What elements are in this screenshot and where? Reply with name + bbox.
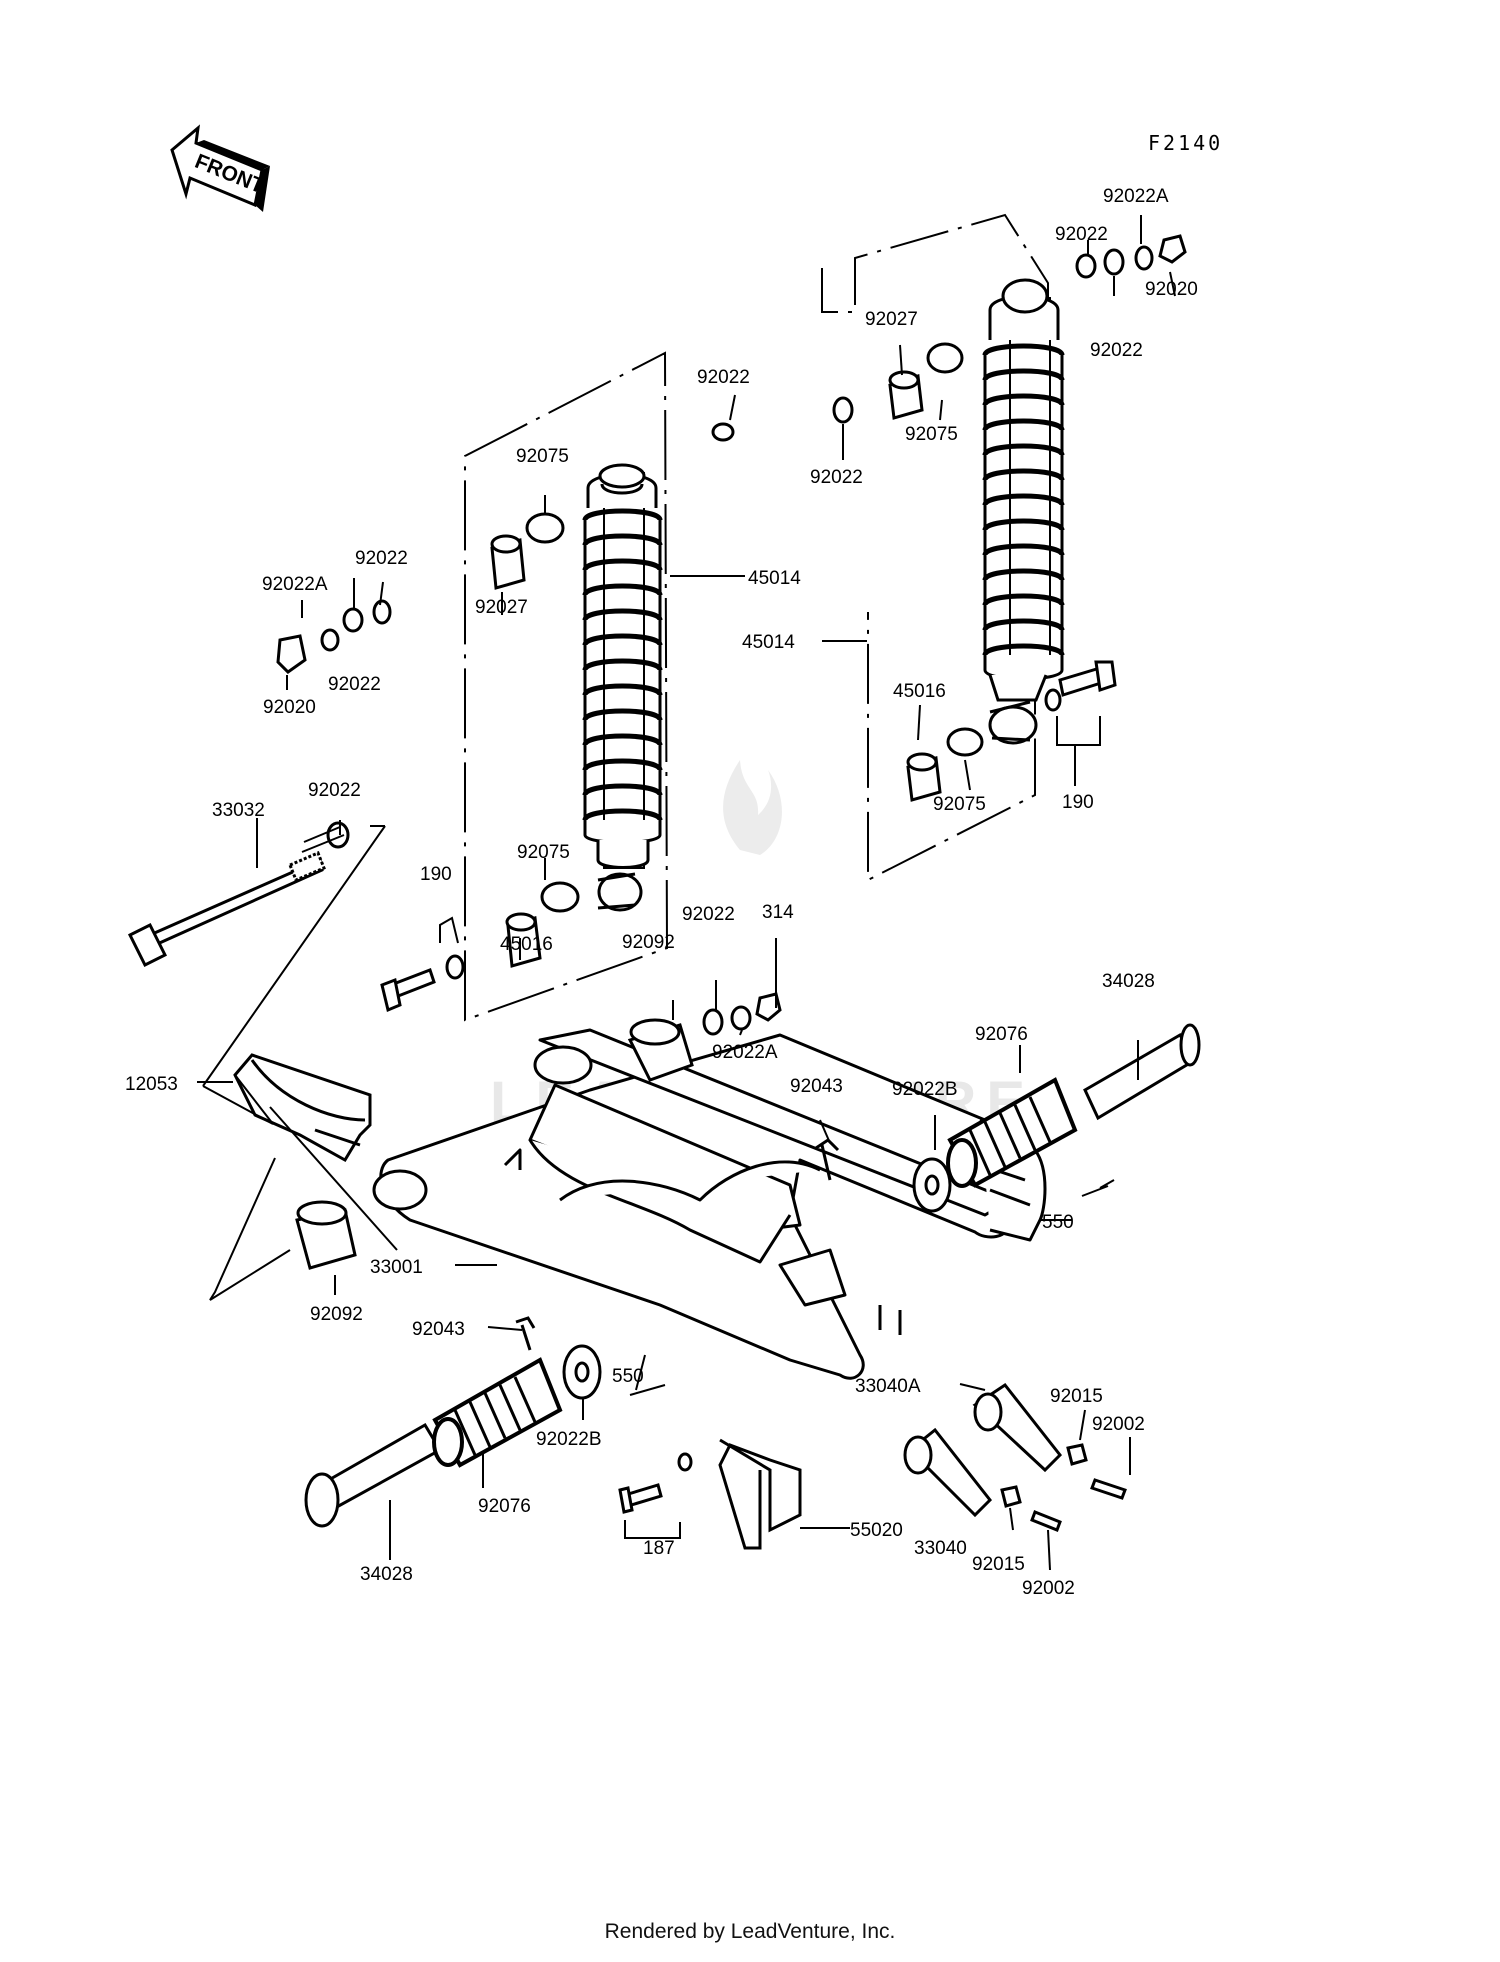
part-label: 314 bbox=[762, 902, 794, 923]
part-label: 92022B bbox=[536, 1429, 602, 1450]
left-shock-absorber bbox=[582, 463, 663, 912]
right-shock-group-outline bbox=[821, 213, 1051, 882]
pivot-pin-34028-left bbox=[304, 1422, 443, 1528]
left-shock-bushings bbox=[490, 512, 580, 968]
left-shock-group-outline bbox=[464, 351, 669, 1022]
part-label: 92020 bbox=[1145, 279, 1198, 300]
washer-92022b-left bbox=[562, 1344, 602, 1400]
part-label: 92020 bbox=[263, 697, 316, 718]
part-label: 92043 bbox=[790, 1076, 843, 1097]
part-label: 92022B bbox=[892, 1079, 958, 1100]
part-label: 92075 bbox=[516, 446, 569, 467]
part-label: 92027 bbox=[475, 597, 528, 618]
front-arrow-badge: FRONT bbox=[170, 124, 270, 212]
part-label: 45016 bbox=[893, 681, 946, 702]
group-brackets bbox=[202, 716, 1101, 1539]
right-shock-spring bbox=[982, 343, 1065, 657]
bracket-55020 bbox=[718, 1438, 802, 1550]
part-label: 92015 bbox=[972, 1554, 1025, 1575]
left-shock-spring bbox=[582, 508, 663, 822]
watermark-flame-icon bbox=[723, 760, 782, 855]
part-label: 33040A bbox=[855, 1376, 921, 1397]
part-label: 92002 bbox=[1022, 1578, 1075, 1599]
part-label: 550 bbox=[1042, 1212, 1074, 1233]
washer-92022b-right bbox=[912, 1157, 952, 1213]
bushing-92092-left bbox=[295, 1200, 357, 1270]
right-shock-absorber bbox=[982, 278, 1065, 745]
part-label: 45014 bbox=[742, 632, 795, 653]
part-label: 92022A bbox=[1103, 186, 1169, 207]
part-label: 92092 bbox=[622, 932, 675, 953]
part-label: 92015 bbox=[1050, 1386, 1103, 1407]
footer-credit: Rendered by LeadVenture, Inc. bbox=[604, 1920, 896, 1943]
part-label: 45016 bbox=[500, 934, 553, 955]
dust-seal-92076-right bbox=[946, 1077, 1078, 1188]
chain-adjuster-33040 bbox=[903, 1427, 993, 1518]
part-label: 92076 bbox=[975, 1024, 1028, 1045]
chain-guard bbox=[233, 1053, 372, 1163]
part-label: 92022A bbox=[262, 574, 328, 595]
part-label: 33032 bbox=[212, 800, 265, 821]
part-label: 92076 bbox=[478, 1496, 531, 1517]
small-fasteners bbox=[276, 234, 1187, 1532]
part-label: 190 bbox=[420, 864, 452, 885]
part-label: 92027 bbox=[865, 309, 918, 330]
part-label: 92002 bbox=[1092, 1414, 1145, 1435]
figure-code: F2140 bbox=[1148, 131, 1223, 155]
part-label: 34028 bbox=[1102, 971, 1155, 992]
chain-adjuster-33040a bbox=[972, 1382, 1063, 1473]
dust-seal-92076-left bbox=[432, 1357, 563, 1468]
part-label: 187 bbox=[643, 1538, 675, 1559]
pivot-pin-34028-right bbox=[1083, 1023, 1201, 1121]
part-label: 550 bbox=[612, 1366, 644, 1387]
part-label: 92022 bbox=[1090, 340, 1143, 361]
part-label: 92075 bbox=[905, 424, 958, 445]
part-label: 34028 bbox=[360, 1564, 413, 1585]
part-label: 55020 bbox=[850, 1520, 903, 1541]
part-label: 12053 bbox=[125, 1074, 178, 1095]
part-label: 92043 bbox=[412, 1319, 465, 1340]
part-labels: 92022A 92022 92020 92022 92027 92075 920… bbox=[125, 186, 1198, 1599]
part-label: 92022 bbox=[1055, 224, 1108, 245]
right-shock-bushings bbox=[888, 342, 984, 802]
part-label: 92022A bbox=[712, 1042, 778, 1063]
part-label: 92022 bbox=[810, 467, 863, 488]
part-label: 92075 bbox=[517, 842, 570, 863]
part-label: 92022 bbox=[308, 780, 361, 801]
part-label: 45014 bbox=[748, 568, 801, 589]
part-label: 92075 bbox=[933, 794, 986, 815]
part-label: 92022 bbox=[682, 904, 735, 925]
part-label: 92022 bbox=[355, 548, 408, 569]
part-label: 33040 bbox=[914, 1538, 967, 1559]
part-label: 190 bbox=[1062, 792, 1094, 813]
bushing-92092-center bbox=[627, 1018, 694, 1082]
part-label: 92092 bbox=[310, 1304, 363, 1325]
part-label: 33001 bbox=[370, 1257, 423, 1278]
part-label: 92022 bbox=[328, 674, 381, 695]
pivot-shaft-33032 bbox=[127, 851, 326, 968]
leader-lines bbox=[197, 215, 1176, 1571]
part-label: 92022 bbox=[697, 367, 750, 388]
